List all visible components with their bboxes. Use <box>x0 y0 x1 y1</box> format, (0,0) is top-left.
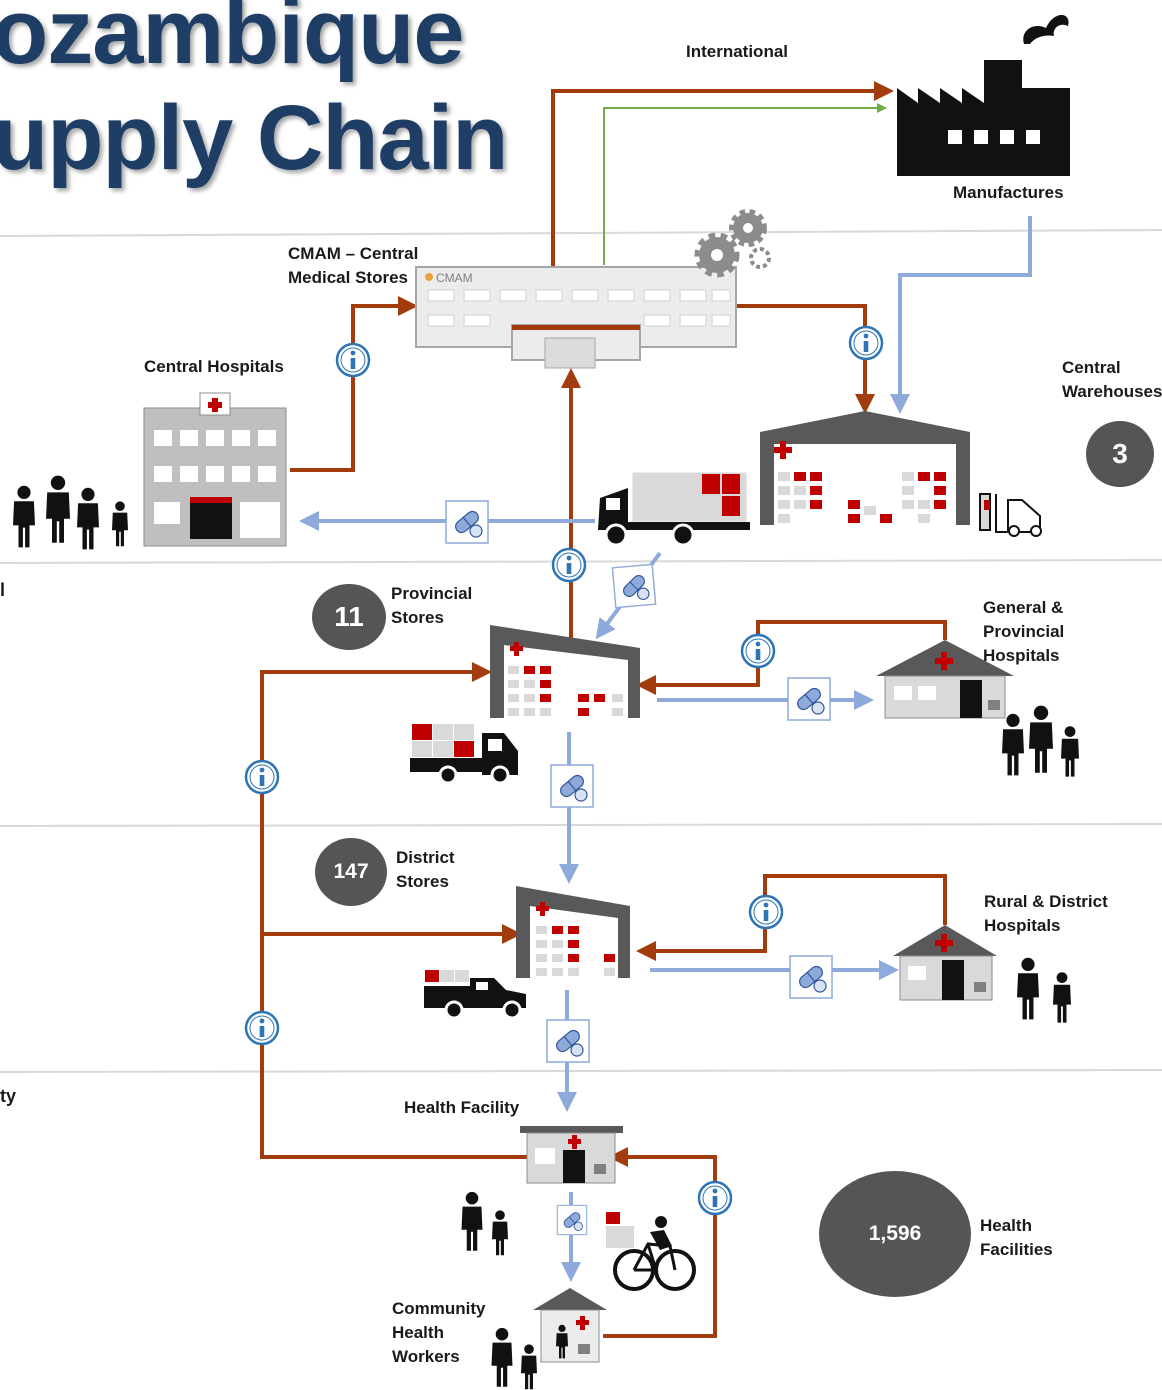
central-warehouse-building <box>760 411 970 525</box>
health-facilities-count: 1,596 <box>819 1171 971 1297</box>
cmam-building: CMAM <box>415 266 737 369</box>
central-hospital-building <box>143 392 287 547</box>
manufactures-label: Manufactures <box>953 183 1064 202</box>
district-stores-count: 147 <box>315 838 387 906</box>
provincial-stores-count: 11 <box>312 584 386 650</box>
lane-separators <box>0 229 1162 1073</box>
factory-icon <box>897 15 1070 176</box>
general-hospitals-label-line3: Hospitals <box>983 646 1060 665</box>
provincial-stores-label-line1: Provincial <box>391 584 473 603</box>
international-green-flow <box>603 103 887 265</box>
rural-hospitals-label-line2: Hospitals <box>984 916 1061 935</box>
cmam-label-line1: CMAM – Central <box>288 244 419 263</box>
international-label: International <box>686 42 789 61</box>
central-hospitals-label: Central Hospitals <box>144 357 284 376</box>
health-facilities-label-line1: Health <box>980 1216 1032 1235</box>
chw-label-line3: Workers <box>392 1347 460 1366</box>
pill-icon <box>445 500 833 1236</box>
title-line-2: upply Chain <box>0 87 508 189</box>
health-facility-label: Health Facility <box>404 1098 520 1117</box>
truck-icon <box>598 471 750 547</box>
lane-fragment-2: ty <box>0 1086 17 1106</box>
people-icon-rural <box>1017 957 1071 1023</box>
general-hospitals-label-line2: Provincial <box>983 622 1065 641</box>
lane-fragment-1: l <box>0 580 6 600</box>
chw-label-line1: Community <box>392 1299 486 1318</box>
rural-hospital-building <box>893 925 997 1001</box>
cmam-label-line2: Medical Stores <box>288 268 408 287</box>
health-facilities-label-line2: Facilities <box>980 1240 1053 1259</box>
gear-icon <box>694 209 771 278</box>
health-facility-building <box>520 1126 623 1184</box>
bicycle-icon <box>606 1212 696 1291</box>
chw-label-line2: Health <box>392 1323 444 1342</box>
information-flows <box>260 81 947 1338</box>
central-warehouses-label-line1: Central <box>1062 358 1121 377</box>
provincial-store-building <box>490 625 640 718</box>
central-warehouses-count: 3 <box>1086 421 1154 487</box>
district-stores-label-line1: District <box>396 848 455 867</box>
general-hospital-building <box>876 640 1014 719</box>
people-icon-health-facility <box>461 1191 508 1256</box>
pickup-truck-icon <box>424 970 526 1020</box>
provincial-truck-icon <box>410 724 518 785</box>
general-hospitals-label-line1: General & <box>983 598 1064 617</box>
district-store-building <box>516 886 630 978</box>
district-stores-label-line2: Stores <box>396 872 449 891</box>
cmam-sign: CMAM <box>436 271 473 285</box>
rural-hospitals-label-line1: Rural & District <box>984 892 1108 911</box>
title-line-1: ozambique <box>0 0 464 83</box>
people-icon-central <box>13 475 128 550</box>
people-icon-general <box>1002 705 1079 777</box>
community-health-post-building <box>533 1288 607 1363</box>
provincial-stores-label-line2: Stores <box>391 608 444 627</box>
forklift-icon <box>979 493 1042 537</box>
central-warehouses-label-line2: Warehouses <box>1062 382 1162 401</box>
